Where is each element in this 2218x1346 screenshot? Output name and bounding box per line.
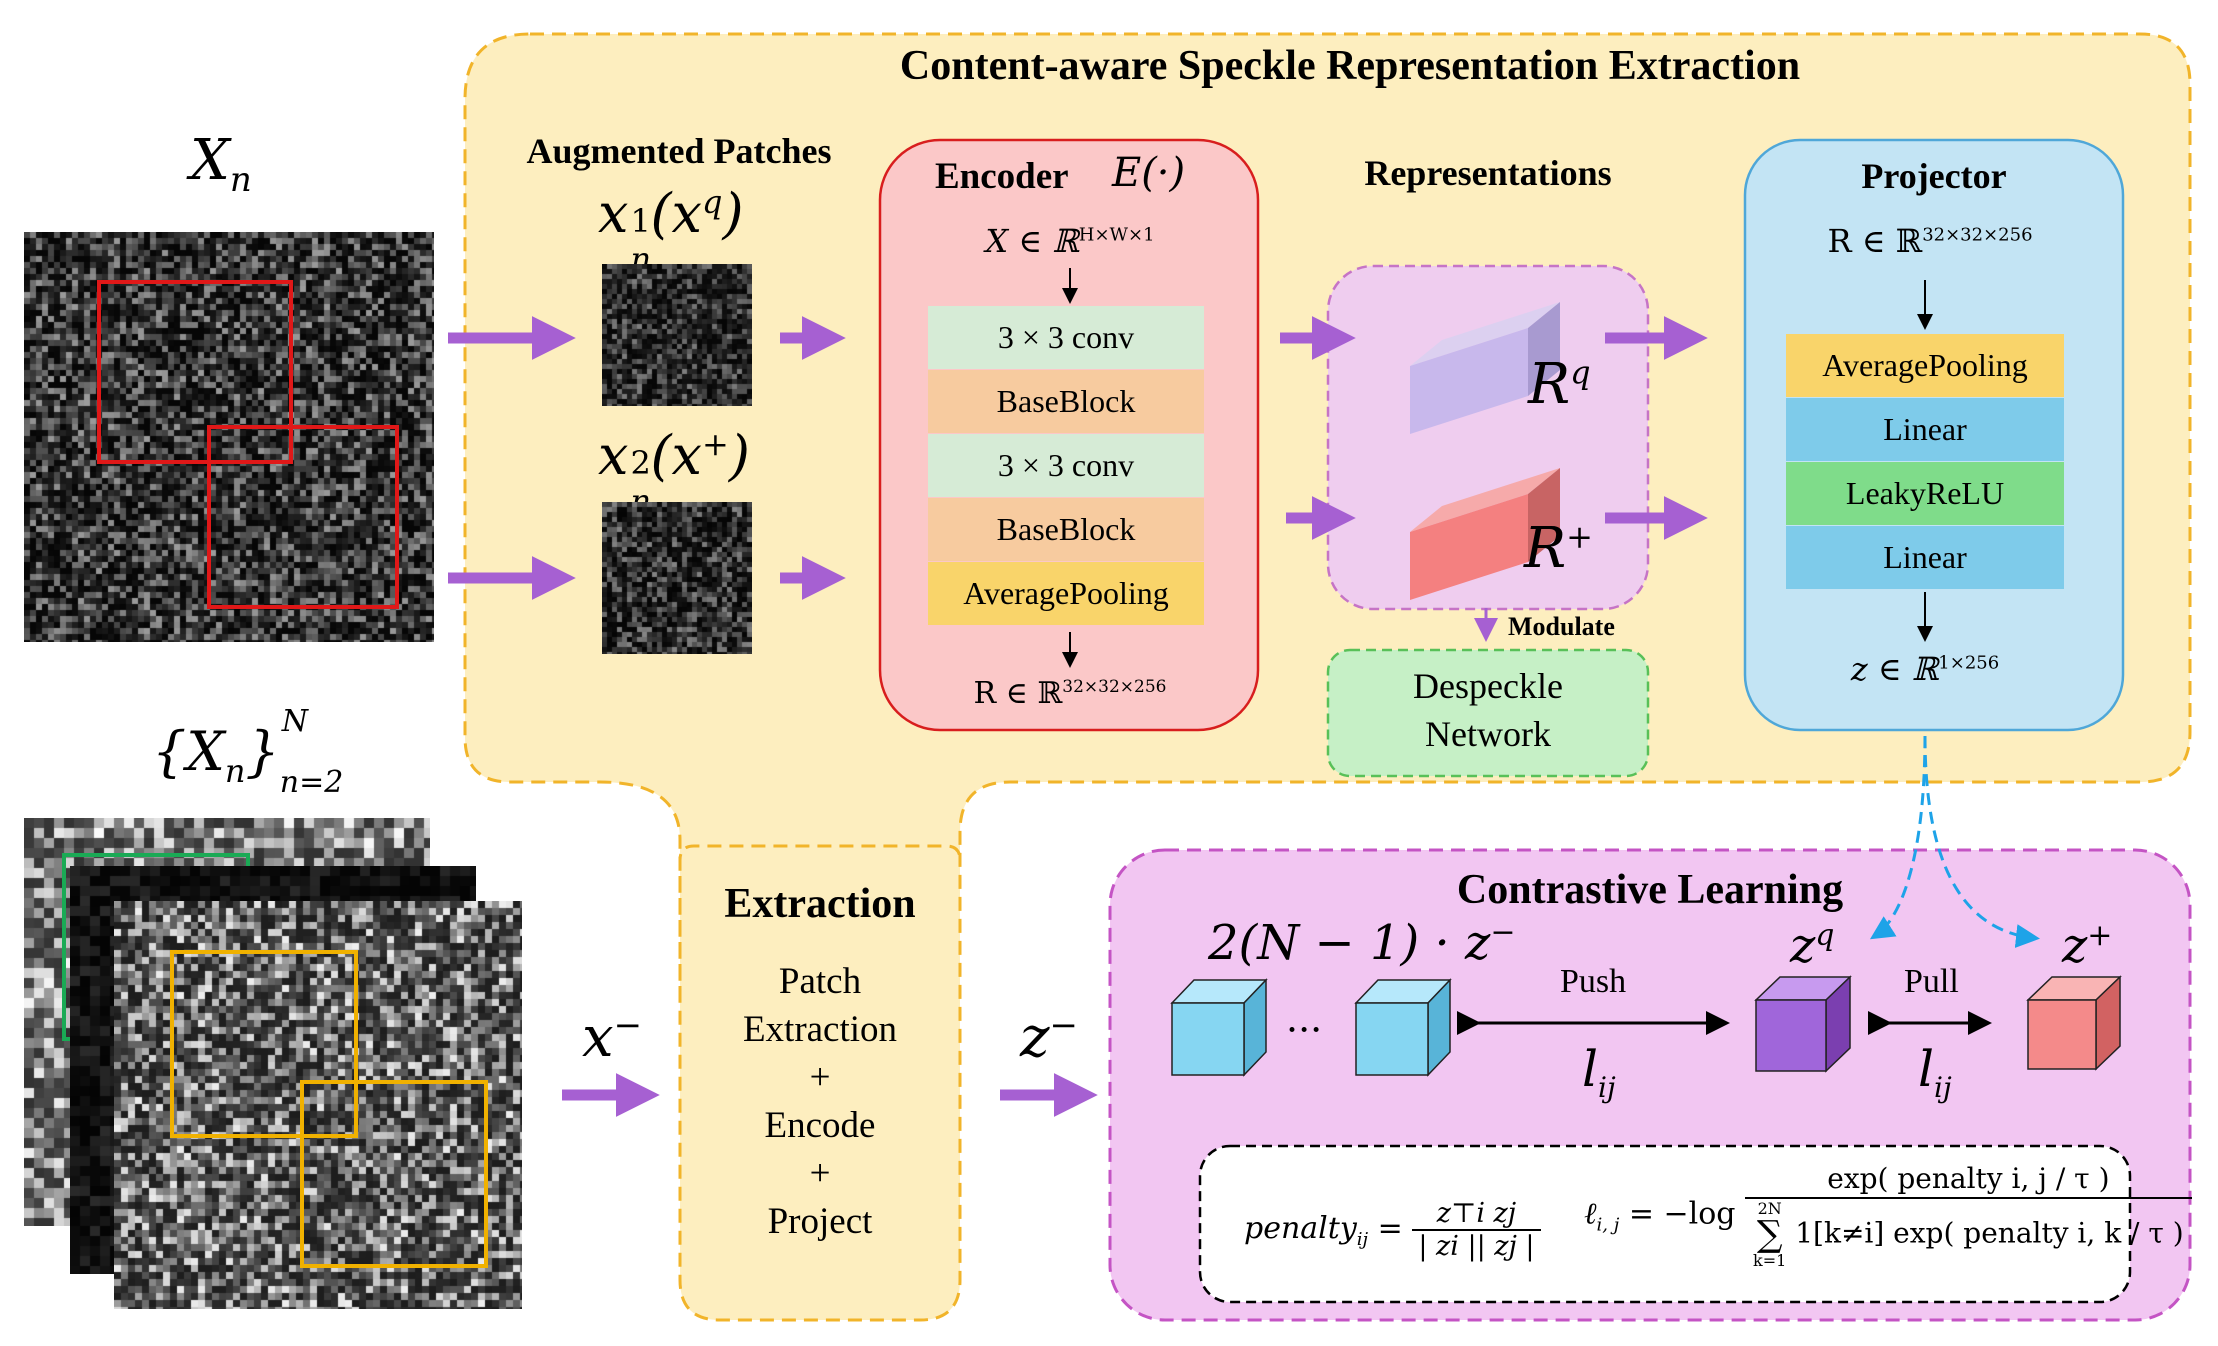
extraction-step: Patch bbox=[778, 961, 862, 1002]
negatives-label: 2(N − 1) · z− bbox=[1208, 915, 1516, 971]
formula-box bbox=[1198, 1144, 2132, 1304]
encoder-layer-baseblock-2: BaseBlock bbox=[928, 498, 1204, 561]
push-lij-label: lij bbox=[1582, 1040, 1616, 1104]
rq-cuboid bbox=[1410, 302, 1560, 434]
yellow-crop-box-1 bbox=[170, 950, 358, 1138]
pull-label: Pull bbox=[1904, 963, 1959, 1000]
despeckle-box bbox=[1326, 648, 1650, 778]
encoder-input-space: X ∈ ℝH×W×1 bbox=[985, 222, 1155, 260]
contrastive-title: Contrastive Learning bbox=[1456, 867, 1844, 913]
projector-input-space: R ∈ ℝ32×32×256 bbox=[1827, 222, 2033, 260]
projector-layer-leakyrelu: LeakyReLU bbox=[1786, 462, 2064, 525]
rplus-label: R+ bbox=[1524, 516, 1593, 581]
projector-layer-linear-2: Linear bbox=[1786, 526, 2064, 589]
despeckle-label: Despeckle Network bbox=[1413, 666, 1563, 754]
negative-cube-1 bbox=[1170, 978, 1268, 1077]
augmented-patch-1 bbox=[602, 264, 752, 406]
rq-label: Rq bbox=[1528, 352, 1591, 417]
zminus-label: z− bbox=[1020, 1005, 1079, 1070]
encoder-function: E(·) bbox=[1112, 150, 1186, 196]
zq-label: zq bbox=[1790, 918, 1835, 974]
input-image-stack-front bbox=[114, 901, 522, 1309]
extraction-step: + bbox=[809, 1057, 831, 1098]
rplus-cuboid bbox=[1410, 468, 1560, 600]
loss-formula: ℓi, j = −log exp( penalty i, j / τ ) 2N … bbox=[1584, 1162, 2192, 1269]
ellipsis: ··· bbox=[1286, 1008, 1323, 1052]
representations-title: Representations bbox=[1364, 153, 1612, 193]
extraction-step: Project bbox=[767, 1201, 873, 1242]
input-image-xn bbox=[24, 232, 434, 642]
projector-title: Projector bbox=[1861, 156, 2007, 196]
push-label: Push bbox=[1560, 963, 1627, 1000]
modulate-label: Modulate bbox=[1508, 612, 1615, 641]
encoder-output-space: R ∈ ℝ32×32×256 bbox=[973, 676, 1167, 711]
encoder-layer-conv-2: 3 × 3 conv bbox=[928, 434, 1204, 497]
zplus-label: z+ bbox=[2062, 918, 2113, 974]
encoder-layer-conv-1: 3 × 3 conv bbox=[928, 306, 1204, 369]
projector-layer-avgpool: AveragePooling bbox=[1786, 334, 2064, 397]
encoder-layer-stack: 3 × 3 conv BaseBlock 3 × 3 conv BaseBloc… bbox=[928, 306, 1204, 626]
zq-cube bbox=[1754, 975, 1852, 1073]
extraction-step: + bbox=[809, 1153, 831, 1194]
red-crop-box-2 bbox=[207, 425, 399, 609]
negative-cube-2 bbox=[1354, 978, 1452, 1077]
projector-layer-linear-1: Linear bbox=[1786, 398, 2064, 461]
extraction-title: Extraction bbox=[724, 881, 916, 927]
main-title: Content-aware Speckle Representation Ext… bbox=[899, 43, 1801, 89]
representations-box bbox=[1326, 264, 1650, 611]
extraction-step: Extraction bbox=[742, 1009, 898, 1050]
augmented-patch-2 bbox=[602, 502, 752, 654]
penalty-formula: penaltyij = z⊤i zj | zi || zj | bbox=[1244, 1198, 1541, 1262]
augmented-title: Augmented Patches bbox=[526, 131, 832, 171]
extraction-step: Encode bbox=[764, 1105, 876, 1146]
encoder-layer-avgpool: AveragePooling bbox=[928, 562, 1204, 625]
red-crop-box-1 bbox=[97, 280, 293, 464]
xminus-label: x− bbox=[582, 1005, 643, 1070]
projector-output-space: z ∈ ℝ1×256 bbox=[1850, 650, 2000, 688]
extraction-steps: Patch Extraction + Encode + Project bbox=[680, 958, 960, 1246]
encoder-title: Encoder bbox=[935, 156, 1069, 197]
pull-lij-label: lij bbox=[1918, 1040, 1952, 1104]
projector-layer-stack: AveragePooling Linear LeakyReLU Linear bbox=[1786, 334, 2064, 589]
yellow-crop-box-2 bbox=[300, 1080, 488, 1268]
encoder-layer-baseblock-1: BaseBlock bbox=[928, 370, 1204, 433]
zplus-cube bbox=[2026, 975, 2122, 1071]
xn-label: Xn bbox=[190, 128, 252, 201]
